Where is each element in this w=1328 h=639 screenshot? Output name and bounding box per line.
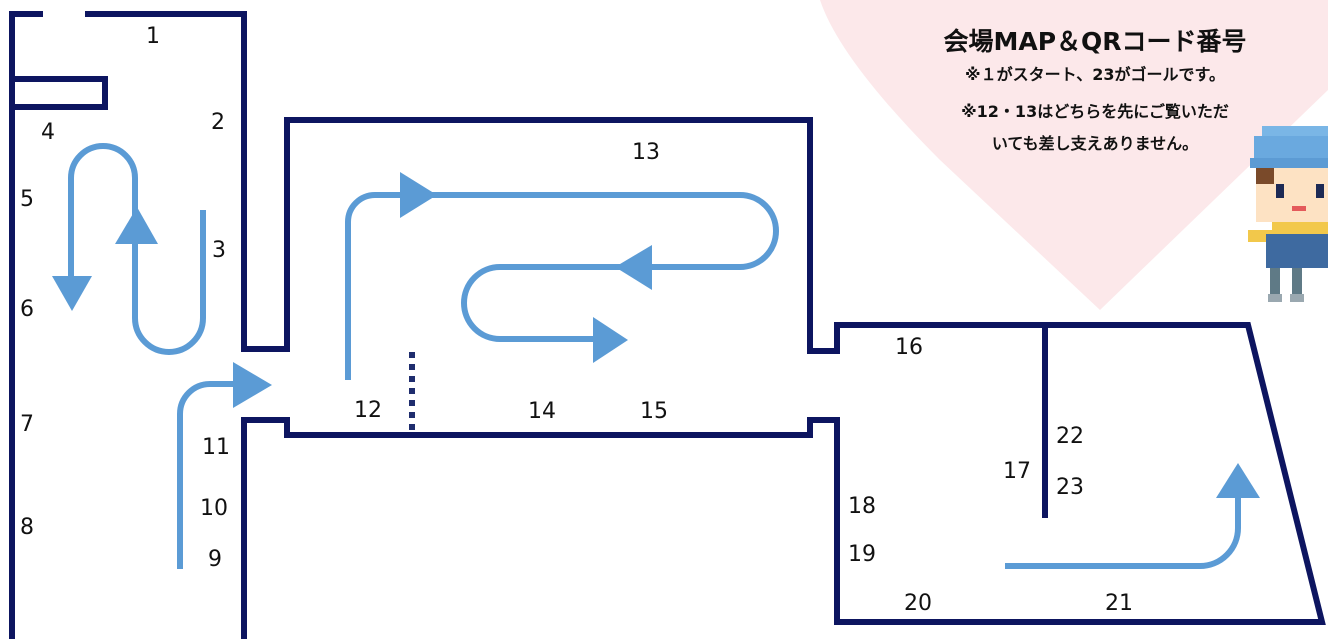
station-label-1: 1 [146, 24, 160, 49]
arrowhead-up-right [1216, 463, 1260, 498]
route-left-up [132, 210, 206, 355]
station-label-16: 16 [895, 335, 923, 360]
station-label-2: 2 [211, 110, 225, 135]
wall-right-lower [241, 417, 840, 639]
station-label-18: 18 [848, 494, 876, 519]
route-middle-loop [461, 264, 620, 342]
station-label-21: 21 [1105, 591, 1133, 616]
route-right [1005, 495, 1241, 569]
station-label-9: 9 [208, 547, 222, 572]
arrowhead-right-middle [593, 317, 628, 363]
walls [9, 11, 1326, 639]
station-label-11: 11 [202, 435, 230, 460]
station-label-8: 8 [20, 515, 34, 540]
station-label-7: 7 [20, 412, 34, 437]
station-label-4: 4 [41, 120, 55, 145]
route [68, 143, 1241, 569]
station-label-14: 14 [528, 399, 556, 424]
station-label-20: 20 [904, 591, 932, 616]
note-order-line2: いても差し支えありません。 [991, 134, 1199, 153]
station-label-5: 5 [20, 187, 34, 212]
station-label-15: 15 [640, 399, 668, 424]
arrowhead-right-top [400, 172, 437, 218]
route-lower-left [177, 381, 235, 569]
mascot-character [1248, 126, 1328, 302]
note-order-line1: ※12・13はどちらを先にご覧いただ [961, 102, 1229, 121]
heart-background [820, 0, 1328, 310]
station-label-6: 6 [20, 297, 34, 322]
station-label-12: 12 [354, 398, 382, 423]
arrowhead-left-middle [615, 245, 652, 290]
map-title: 会場MAP＆QRコード番号 [943, 27, 1247, 56]
route-middle-up [345, 192, 405, 380]
station-label-17: 17 [1003, 459, 1031, 484]
arrowhead-up [115, 207, 158, 244]
arrowhead-down [52, 276, 92, 311]
route-middle-top [430, 192, 779, 270]
wall-top-segment [85, 11, 840, 354]
station-label-10: 10 [200, 496, 228, 521]
wall-left-top [9, 11, 43, 639]
station-label-23: 23 [1056, 475, 1084, 500]
arrowheads [52, 172, 1260, 498]
route-left-down [68, 143, 138, 280]
wall-right-room [834, 322, 1326, 625]
station-label-13: 13 [632, 140, 660, 165]
station-label-3: 3 [212, 238, 226, 263]
arrowhead-right-lower [233, 362, 272, 408]
station-label-22: 22 [1056, 424, 1084, 449]
counter-box [9, 76, 108, 110]
note-start-goal: ※１がスタート、23がゴールです。 [965, 65, 1225, 84]
station-label-19: 19 [848, 542, 876, 567]
